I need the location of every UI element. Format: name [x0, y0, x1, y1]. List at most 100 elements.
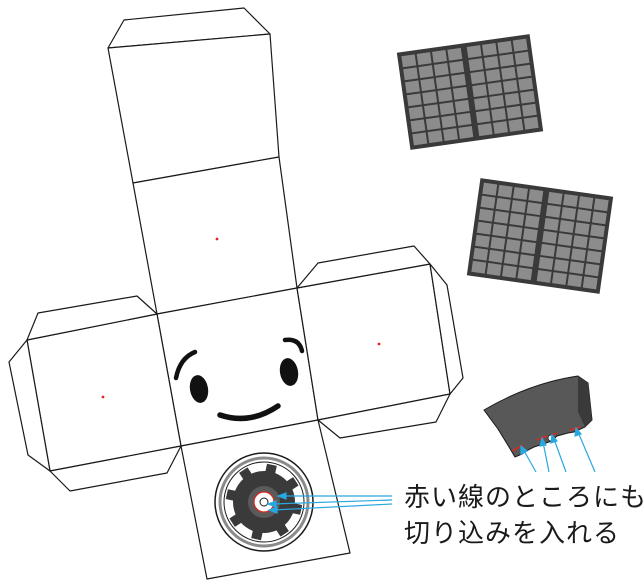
panel-cell [591, 211, 607, 225]
panel-cell [491, 108, 507, 121]
panel-cell [503, 252, 519, 265]
panel-cell [563, 194, 578, 207]
panel-cell [476, 221, 492, 235]
panel-cell [578, 196, 594, 210]
panel-cell [511, 199, 527, 213]
panel-cell [557, 233, 573, 246]
panel-cell [540, 243, 556, 257]
panel-cell [513, 186, 528, 200]
panel-cell [499, 53, 515, 67]
panel-cell [547, 191, 563, 205]
right-side-tab [429, 263, 464, 395]
panel-cell [588, 237, 604, 251]
instruction-line-2: 切り込みを入れる [404, 519, 621, 549]
panel-cell [482, 42, 497, 56]
panel-cell [475, 110, 491, 124]
panel-cell [410, 119, 426, 133]
upper-middle-face [132, 156, 298, 315]
panel-cell [406, 93, 422, 107]
panel-cell [524, 215, 540, 229]
left-side-tab [8, 339, 51, 472]
panel-cell [458, 125, 474, 139]
panel-cell [555, 246, 571, 259]
panel-cell [520, 90, 535, 104]
right-lower-tab [317, 393, 451, 439]
mouth [217, 403, 281, 422]
panel-cell [427, 130, 443, 144]
panel-cell [454, 99, 470, 113]
panel-cell [439, 102, 455, 115]
panel-cell [545, 204, 561, 218]
left-eyebrow [173, 349, 198, 381]
panel-cell [521, 241, 536, 255]
left-eye [189, 375, 209, 403]
panel-cell [506, 105, 522, 119]
panel-cell [553, 259, 569, 273]
panel-cell [544, 217, 559, 231]
panel-cell [452, 86, 468, 100]
panel-cell [437, 89, 453, 102]
cut-dot-upper [215, 237, 219, 241]
gear-icon [214, 452, 314, 552]
panel-cell [418, 65, 434, 79]
panel-cell [586, 250, 602, 264]
panel-cell [408, 106, 424, 120]
curved-strip [483, 375, 593, 458]
panel-cell [497, 184, 513, 198]
panel-cell [468, 58, 484, 72]
panel-cell [432, 50, 447, 63]
panel-cell [422, 91, 438, 105]
panel-cell [505, 239, 521, 252]
panel-cell [571, 248, 586, 262]
panel-cell [522, 228, 538, 242]
panel-cell [514, 51, 530, 65]
panel-cell [523, 116, 539, 130]
panel-cell [482, 182, 498, 196]
panel-cell [542, 230, 558, 244]
panel-cell [480, 195, 496, 209]
panel-cell [495, 197, 511, 211]
panel-cell [451, 73, 466, 87]
panel-cell [590, 224, 605, 238]
panel-cell [456, 112, 472, 126]
panel-cell [516, 64, 532, 78]
panel-cell [552, 272, 567, 286]
panel-cell [486, 262, 502, 276]
panel-cell [559, 220, 575, 233]
panel-cell [519, 254, 535, 268]
panel-cell [517, 267, 533, 281]
panel-cell [424, 104, 439, 118]
panel-cell [504, 92, 520, 106]
left-face [26, 313, 182, 472]
solar-panel-2 [466, 178, 614, 294]
panel-cell [493, 121, 508, 134]
smiley-face [173, 337, 305, 422]
panel-cell [521, 103, 537, 117]
cube-net [8, 7, 464, 580]
panel-cell [477, 123, 493, 137]
panel-cell [435, 76, 451, 89]
panel-cell [526, 202, 542, 216]
panel-cell [447, 47, 463, 61]
panel-cell [593, 198, 609, 212]
right-upper-tab [296, 245, 431, 289]
panel-cell [561, 207, 577, 220]
instruction-line-1: 赤い線のところにも [404, 483, 643, 513]
panel-cell [509, 213, 525, 226]
panel-cell [485, 69, 501, 82]
panel-cell [494, 210, 509, 224]
panel-cell [472, 84, 488, 98]
panel-cell [483, 55, 499, 69]
cut-dot-left [101, 395, 105, 399]
panel-cell [471, 260, 487, 274]
panel-cell [574, 222, 590, 236]
panel-cell [441, 115, 457, 129]
top-face [107, 33, 280, 184]
panel-cell [488, 249, 504, 263]
panel-cell [582, 276, 598, 290]
panel-cell [443, 128, 458, 142]
panel-cell [528, 189, 544, 203]
panel-cell [569, 261, 585, 275]
panel-cell [420, 78, 436, 92]
